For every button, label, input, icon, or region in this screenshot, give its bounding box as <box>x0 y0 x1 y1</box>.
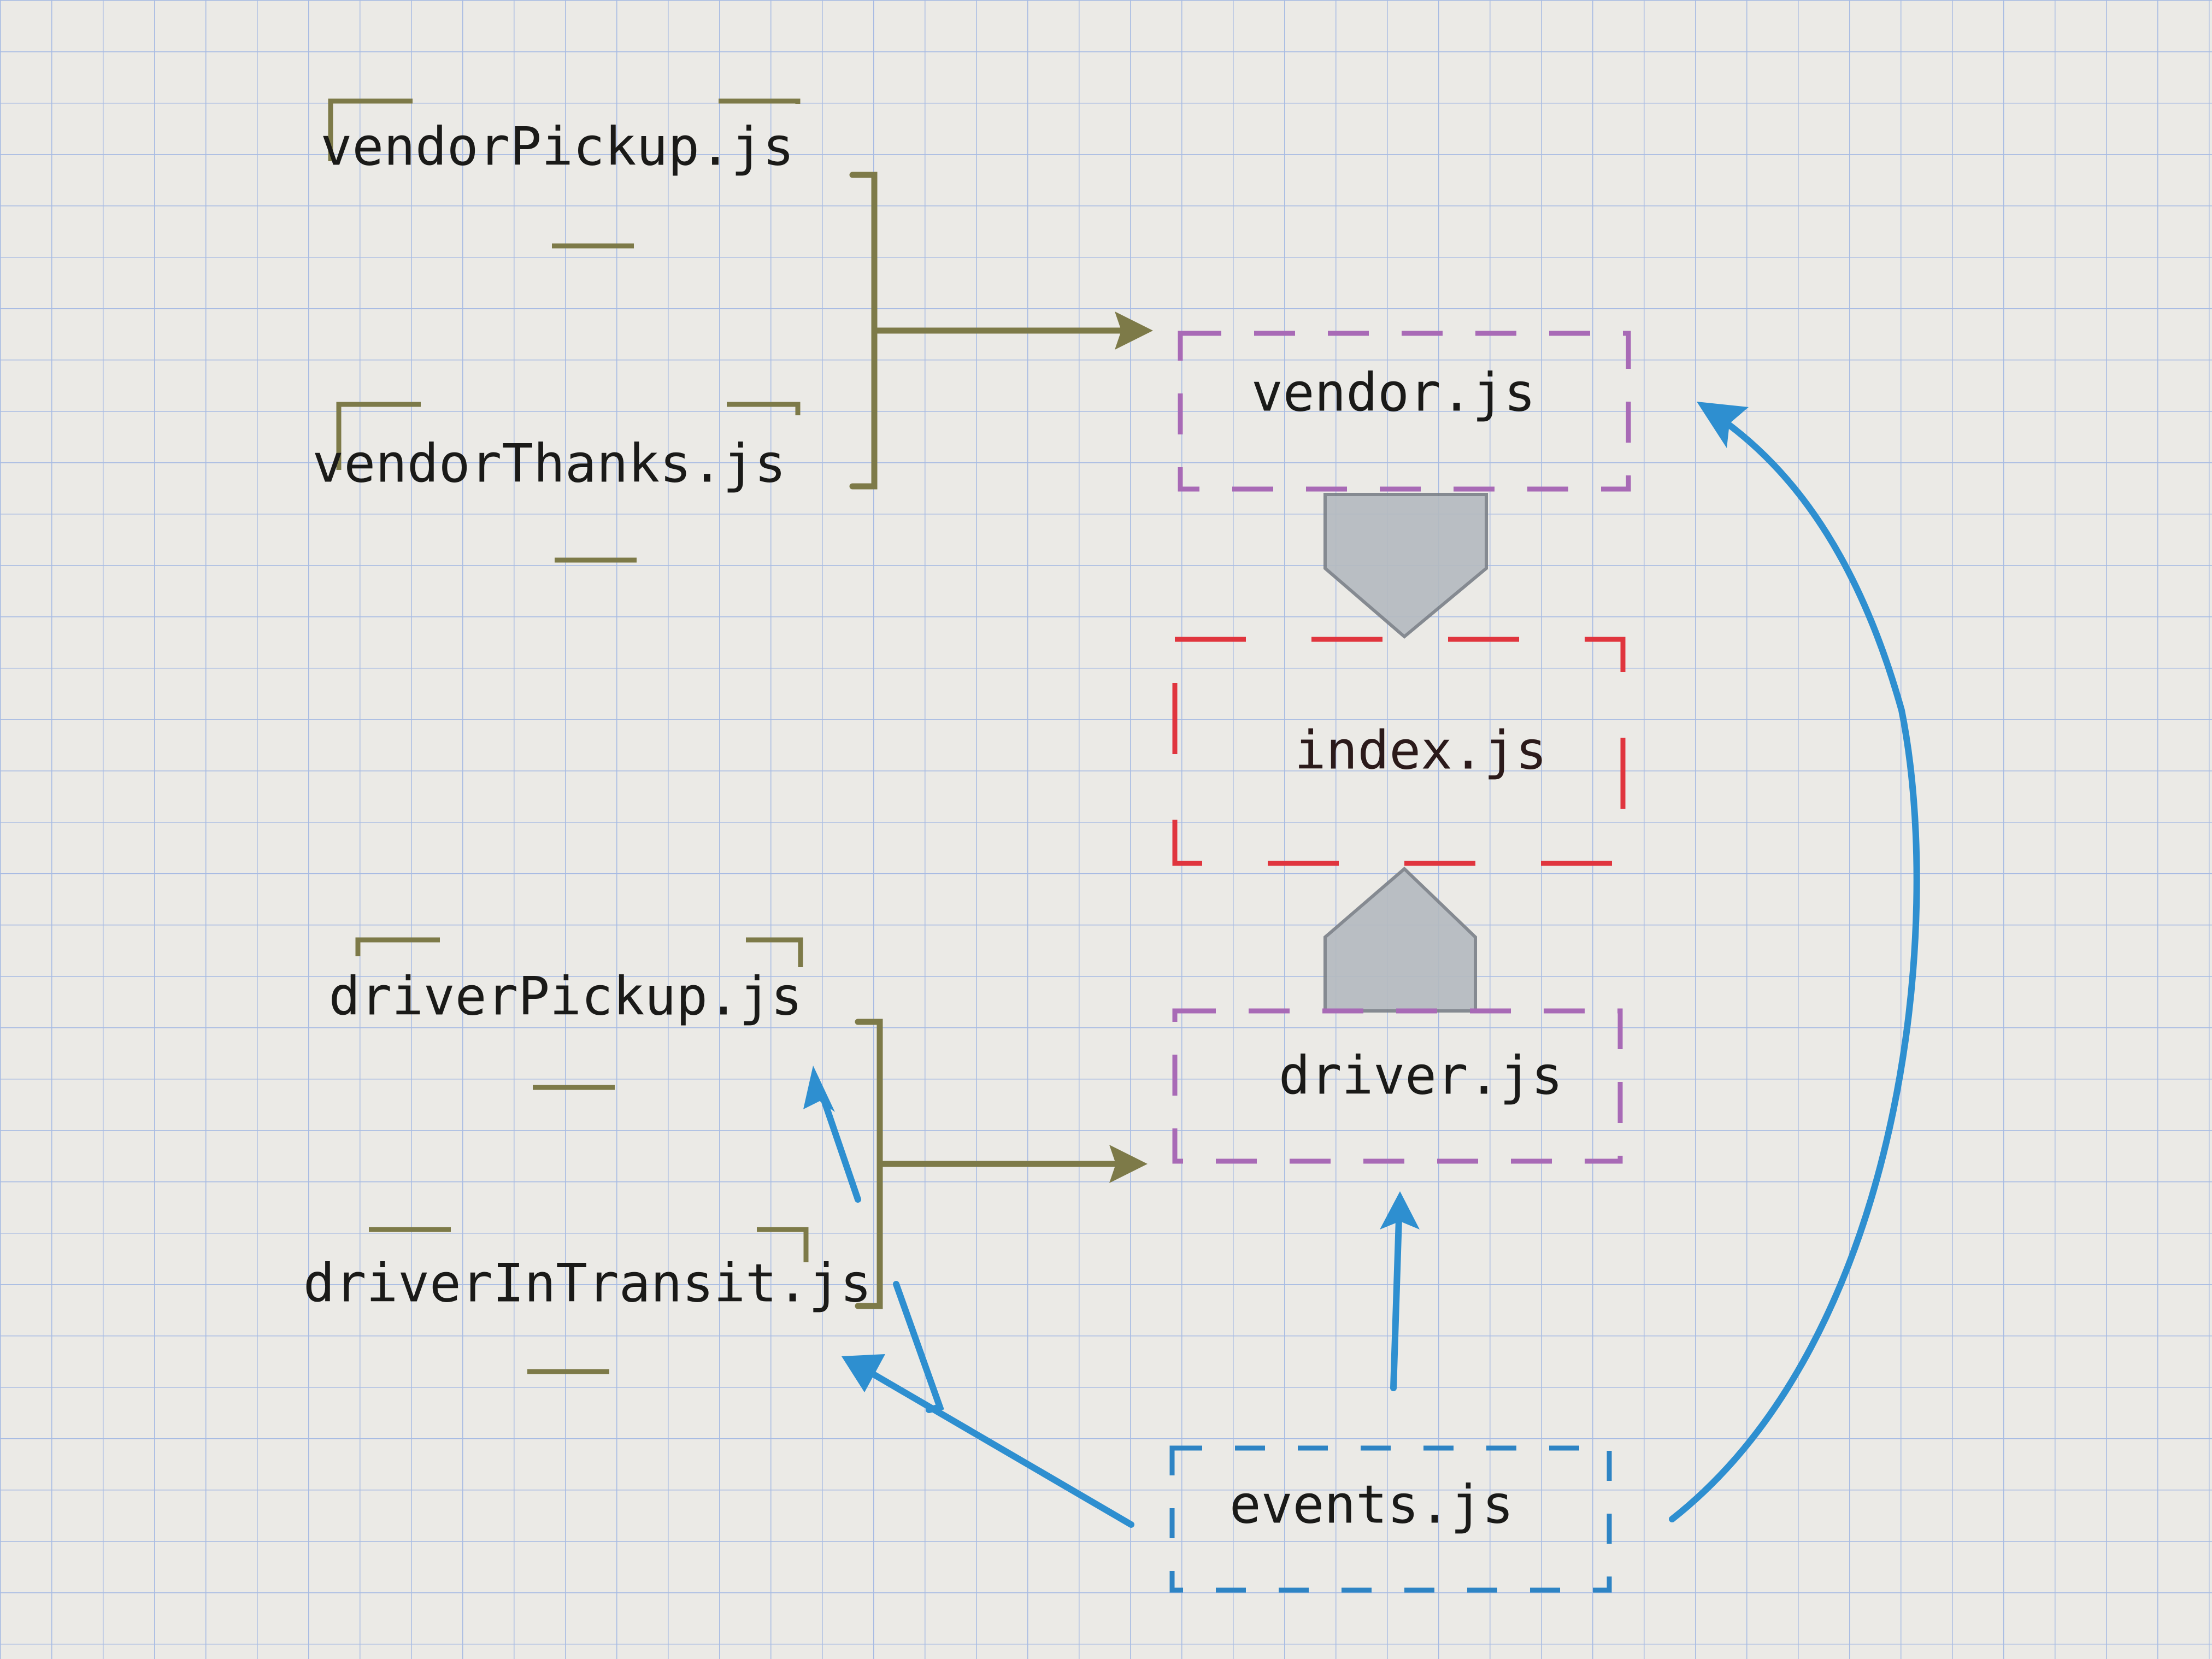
events-to-driver-in-transit-arrowhead <box>842 1354 885 1392</box>
events-to-driver-pickup-line <box>816 1084 944 1413</box>
vendor-bracket-arrowhead <box>1115 311 1153 350</box>
driver-bracket-arrowhead <box>1109 1145 1148 1183</box>
index-box <box>1172 637 1626 866</box>
vendor-pickup-box <box>328 98 801 249</box>
driver-pickup-label: driverPickup.js <box>329 966 803 1027</box>
connector-driver-index <box>1323 866 1477 1013</box>
index-label: index.js <box>1295 720 1547 781</box>
events-to-driver-line <box>1390 1215 1402 1391</box>
driver-box <box>1172 1008 1623 1164</box>
events-label: events.js <box>1229 1474 1514 1535</box>
events-to-driver-arrowhead <box>1380 1191 1420 1229</box>
driver-pickup-box <box>355 937 803 1090</box>
vendor-label: vendor.js <box>1251 362 1536 423</box>
vendor-box <box>1178 331 1631 492</box>
driver-label: driver.js <box>1279 1045 1563 1106</box>
vendor-thanks-label: vendorThanks.js <box>313 433 786 494</box>
driver-in-transit-label: driverInTransit.js <box>303 1252 872 1314</box>
events-box <box>1169 1445 1612 1593</box>
events-to-vendor-arrowhead <box>1697 402 1749 448</box>
driver-in-transit-box <box>366 1227 809 1374</box>
vendor-thanks-box <box>336 402 801 563</box>
events-to-vendor-curve <box>1669 412 1920 1522</box>
connector-vendor-index <box>1323 493 1488 639</box>
events-to-driver-in-transit-line <box>866 1368 1134 1528</box>
events-to-driver-pickup-arrowhead <box>803 1066 835 1112</box>
vendor-pickup-label: vendorPickup.js <box>321 116 795 177</box>
